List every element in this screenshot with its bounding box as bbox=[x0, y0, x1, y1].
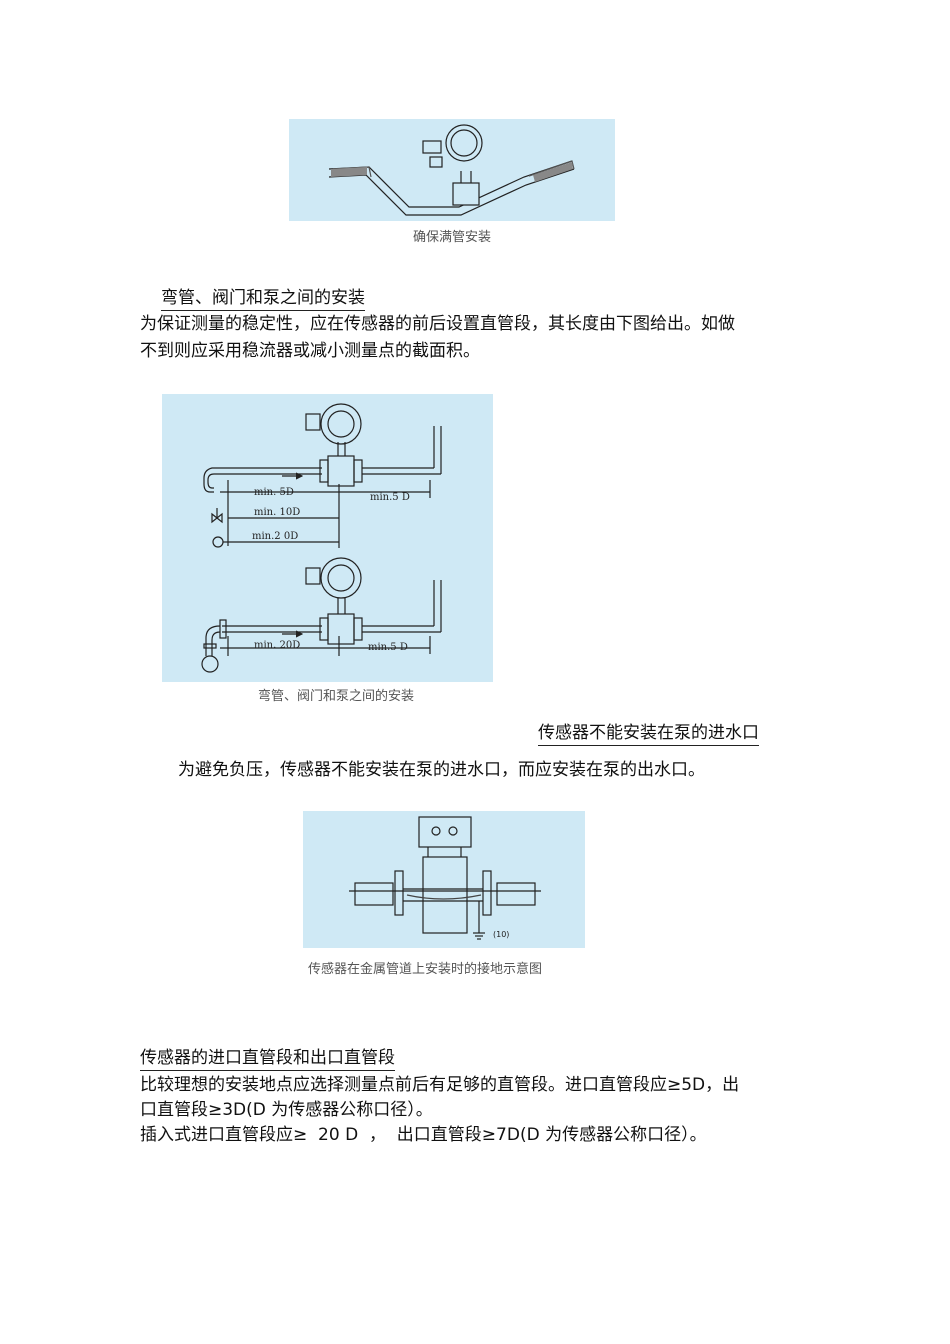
grounding-drawing: (10) bbox=[349, 816, 541, 940]
dim-label-lower-left: min. 20D bbox=[254, 640, 300, 651]
figure-full-pipe bbox=[289, 119, 615, 221]
figure-full-pipe-caption: 确保满管安装 bbox=[413, 230, 492, 245]
section-pump-heading: 传感器不能安装在泵的进水口 bbox=[538, 722, 759, 746]
dim-label-lower-right: min.5 D bbox=[368, 642, 408, 653]
figure-bend-valve-pump: min. 5D min.5 D min. 10D min.2 0D min. 2… bbox=[162, 394, 493, 682]
section-bend-line-1: 为保证测量的稳定性，应在传感器的前后设置直管段，其长度由下图给出。如做 bbox=[140, 314, 735, 334]
dim-label-upper-right: min.5 D bbox=[370, 492, 410, 503]
section-straight-line-3: 插入式进口直管段应≥ 20 D ， 出口直管段≥7D(D 为传感器公称口径）。 bbox=[140, 1125, 707, 1145]
section-straight-line-2: 口直管段≥3D(D 为传感器公称口径）。 bbox=[140, 1100, 433, 1120]
full-pipe-drawing bbox=[328, 124, 575, 216]
dim-label-pump: min.2 0D bbox=[252, 531, 298, 542]
figure-grounding: (10) bbox=[303, 811, 585, 948]
figure-grounding-caption: 传感器在金属管道上安装时的接地示意图 bbox=[308, 962, 543, 977]
figure-bend-valve-pump-caption: 弯管、阀门和泵之间的安装 bbox=[258, 689, 415, 704]
section-straight-line-1: 比较理想的安装地点应选择测量点前后有足够的直管段。进口直管段应≥5D，出 bbox=[140, 1075, 740, 1095]
dim-label-upper-left: min. 5D bbox=[254, 487, 294, 498]
grounding-code: (10) bbox=[493, 930, 509, 939]
section-bend-line-2: 不到则应采用稳流器或减小测量点的截面积。 bbox=[140, 341, 480, 361]
bend-valve-pump-drawing: min. 5D min.5 D min. 10D min.2 0D min. 2… bbox=[201, 403, 442, 673]
section-bend-heading: 弯管、阀门和泵之间的安装 bbox=[161, 287, 365, 311]
dim-label-valve: min. 10D bbox=[254, 507, 300, 518]
section-straight-heading: 传感器的进口直管段和出口直管段 bbox=[140, 1047, 395, 1071]
section-pump-line: 为避免负压，传感器不能安装在泵的进水口，而应安装在泵的出水口。 bbox=[178, 760, 705, 780]
